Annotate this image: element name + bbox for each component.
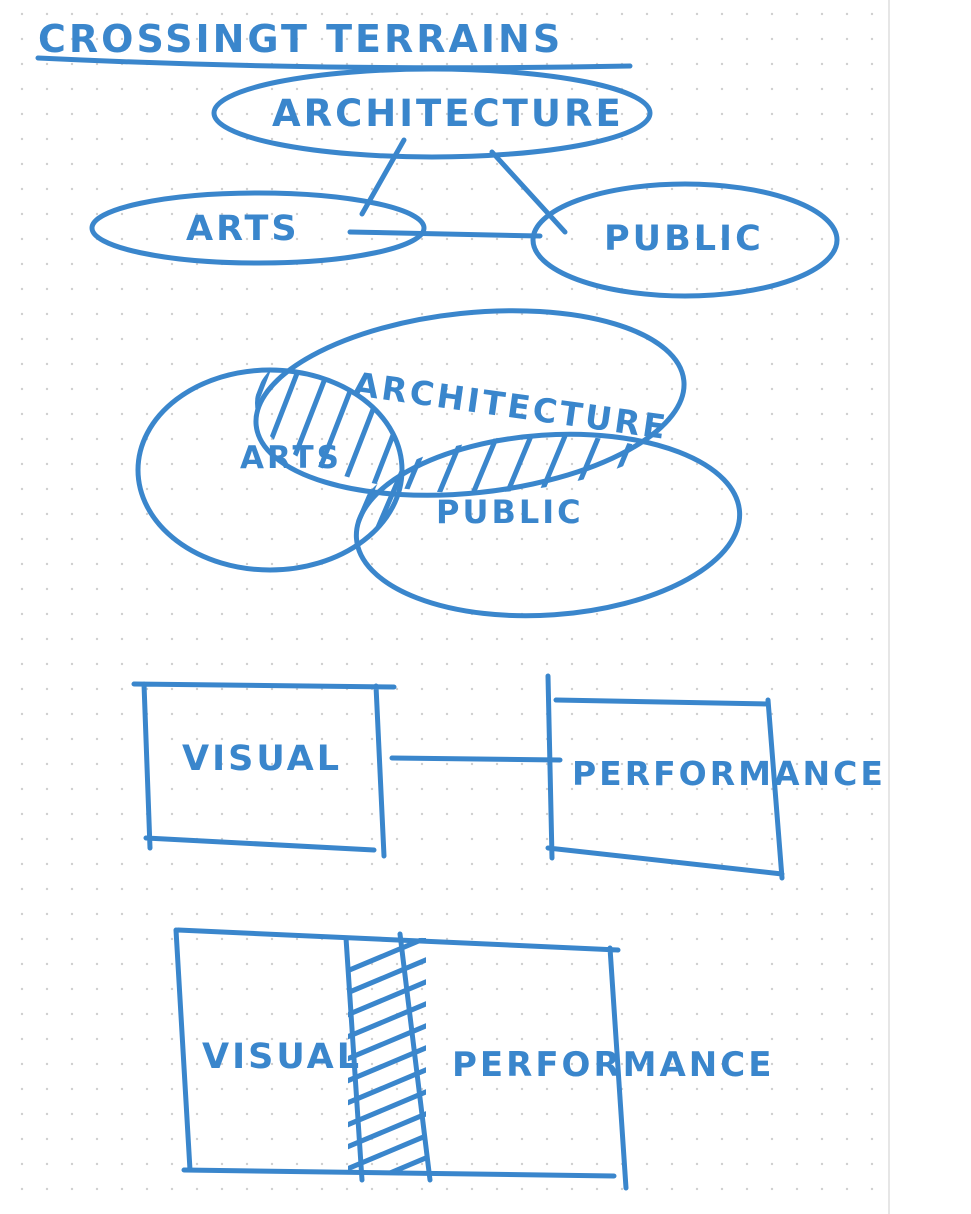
link-architecture-arts	[359, 137, 407, 217]
public-label-overlap: PUBLIC	[436, 493, 584, 531]
performance-box	[545, 673, 785, 881]
diagram-separate-boxes: VISUAL PERFORMANCE	[131, 673, 886, 881]
hatch-stroke	[348, 1023, 426, 1062]
visual-label: VISUAL	[182, 739, 342, 779]
hatch-stroke	[348, 957, 426, 996]
hatch-stroke	[700, 400, 750, 520]
hatch-stroke	[391, 435, 447, 493]
performance-label-merged: PERFORMANCE	[452, 1045, 774, 1085]
hatch-stroke	[180, 340, 250, 520]
architecture-label-overlap: ARCHITECTURE	[351, 364, 671, 447]
hatch-stroke	[255, 370, 313, 493]
architecture-ellipse-overlap	[253, 308, 687, 498]
visual-label-merged: VISUAL	[202, 1037, 362, 1077]
overlap-strip-edges	[343, 931, 433, 1183]
diagram-connected-terrains: ARCHITECTURE ARTS PUBLIC	[89, 66, 840, 299]
title-underline	[35, 55, 633, 71]
public-ellipse-overlap	[353, 431, 743, 619]
hatch-stroke	[561, 435, 617, 493]
hatch-stroke	[348, 979, 426, 1018]
diagram-merged-boxes: VISUAL PERFORMANCE	[173, 927, 774, 1191]
arts-ellipse-overlap	[135, 367, 405, 573]
arts-ellipse	[89, 190, 427, 266]
architecture-label: ARCHITECTURE	[272, 92, 624, 135]
public-ellipse	[530, 181, 840, 299]
visual-box	[131, 681, 397, 859]
hatch-stroke	[348, 1001, 426, 1040]
hatch-stroke	[527, 435, 583, 493]
arts-label-overlap: ARTS	[240, 440, 342, 476]
hatch-stroke	[493, 435, 549, 493]
architecture-ellipse	[211, 66, 653, 160]
link-arts-public	[347, 229, 543, 239]
link-architecture-public	[489, 149, 568, 235]
public-label: PUBLIC	[604, 219, 764, 259]
hatch-stroke	[255, 370, 283, 493]
hatch-stroke	[425, 435, 481, 493]
hatch-stroke	[595, 435, 651, 493]
performance-label: PERFORMANCE	[572, 754, 886, 793]
page-title: CROSSINGT TERRAINS	[38, 17, 563, 61]
merged-box	[173, 927, 629, 1191]
hatch-stroke	[267, 370, 343, 493]
hatch-stroke	[459, 435, 515, 493]
link-visual-performance	[389, 755, 563, 763]
arts-label: ARTS	[186, 209, 300, 249]
diagram-overlapping-terrains: ARCHITECTURE ARTS PUBLIC	[135, 308, 750, 619]
hatch-stroke	[663, 435, 685, 493]
